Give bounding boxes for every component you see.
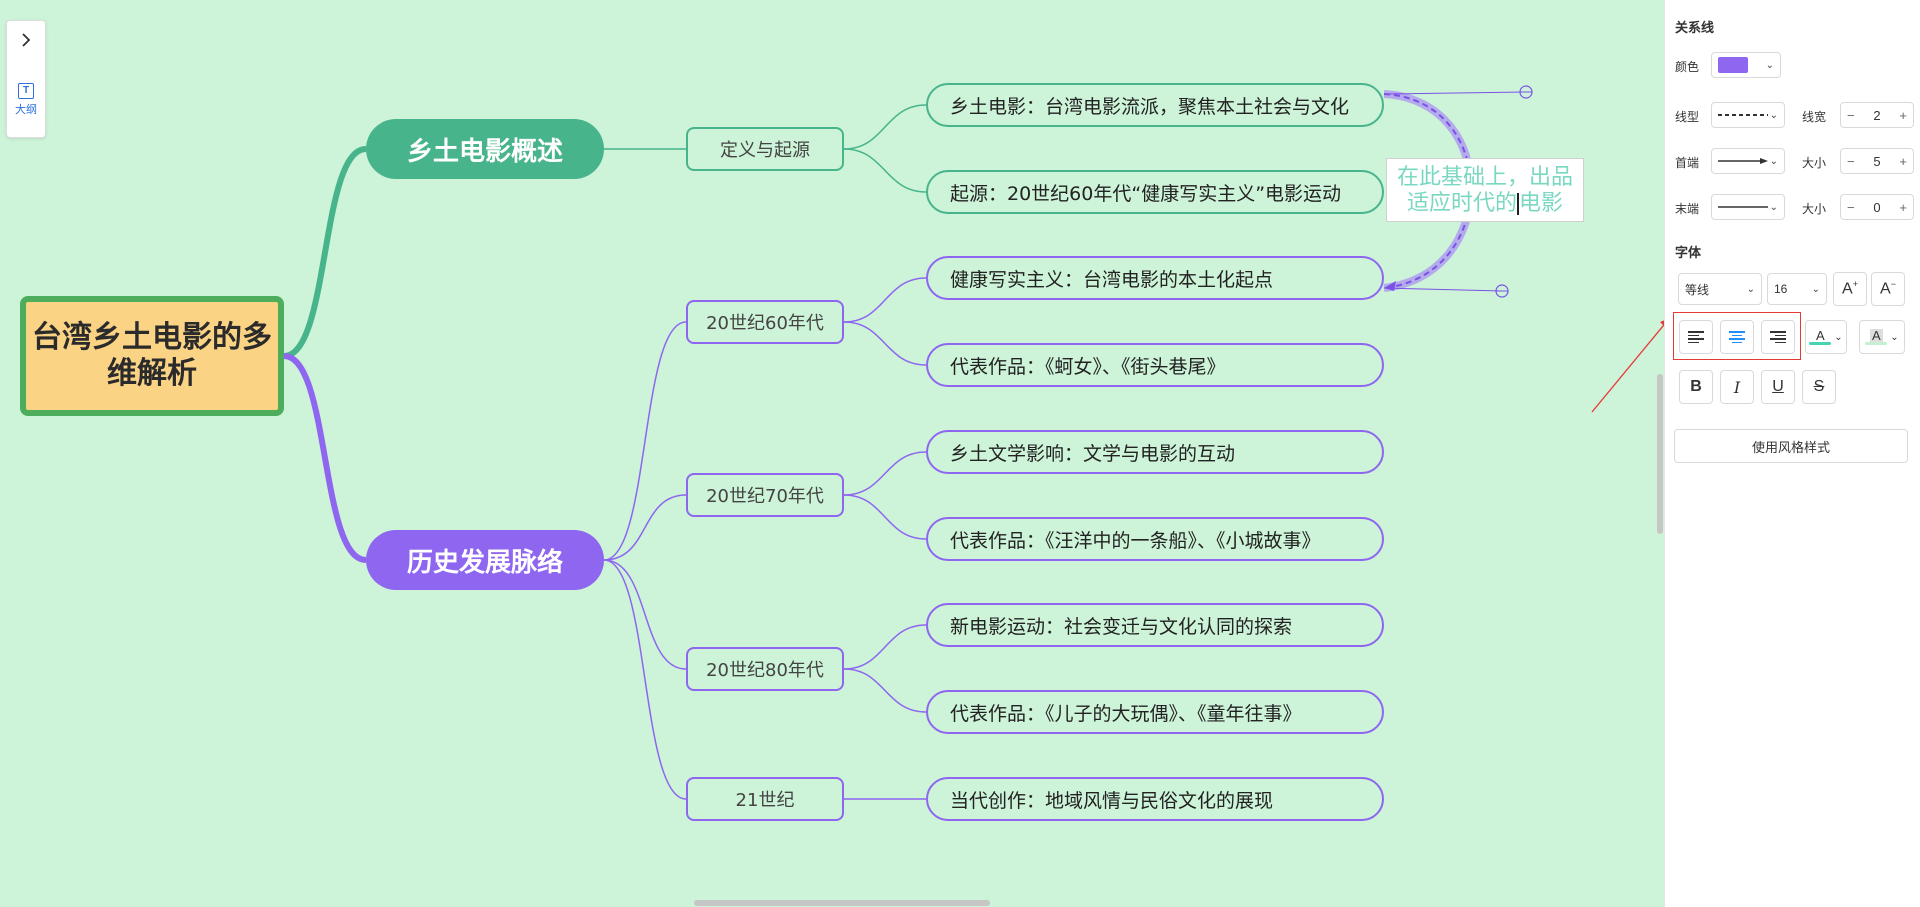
leaf-node[interactable]: 健康写实主义：台湾电影的本土化起点: [926, 256, 1384, 300]
relation-section-title: 关系线: [1675, 20, 1715, 35]
main-node-history[interactable]: 历史发展脉络: [366, 530, 604, 590]
font-decrease-icon: A−: [1880, 279, 1896, 298]
font-color-button[interactable]: A⌄: [1805, 320, 1847, 354]
start-size-label: 大小: [1802, 156, 1827, 170]
strikethrough-icon: S: [1813, 378, 1825, 395]
main-node-overview[interactable]: 乡土电影概述: [366, 119, 604, 179]
sub-node-1970s[interactable]: 20世纪70年代: [686, 473, 844, 517]
font-family-select[interactable]: 等线 ⌄: [1678, 273, 1762, 305]
align-right-button[interactable]: [1761, 320, 1795, 354]
color-select[interactable]: ⌄: [1711, 52, 1781, 78]
minus-icon[interactable]: −: [1847, 199, 1855, 215]
relation-label-text: 适应时代的: [1406, 191, 1517, 216]
font-size-select[interactable]: 16 ⌄: [1767, 273, 1827, 305]
left-toolbar: T 大纲: [6, 20, 46, 138]
minus-icon[interactable]: −: [1847, 153, 1855, 169]
chevron-right-icon[interactable]: [7, 21, 45, 59]
horizontal-scrollbar[interactable]: [694, 900, 990, 906]
leaf-node[interactable]: 代表作品：《汪洋中的一条船》、《小城故事》: [926, 517, 1384, 561]
italic-button[interactable]: I: [1720, 370, 1754, 404]
vertical-scrollbar[interactable]: [1657, 374, 1663, 534]
font-size-value: 16: [1774, 282, 1788, 296]
font-section-title: 字体: [1675, 245, 1702, 260]
bold-icon: B: [1690, 378, 1702, 395]
line-width-stepper[interactable]: − 2 +: [1840, 102, 1914, 128]
relation-label-editor[interactable]: 在此基础上，出品 适应时代的电影: [1386, 158, 1584, 222]
chevron-down-icon: ⌄: [1769, 155, 1778, 167]
line-type-label: 线型: [1675, 110, 1700, 124]
start-label: 首端: [1675, 156, 1700, 170]
leaf-node[interactable]: 乡土电影：台湾电影流派，聚焦本土社会与文化: [926, 83, 1384, 127]
plus-icon[interactable]: +: [1899, 153, 1907, 169]
font-family-value: 等线: [1685, 282, 1710, 297]
minus-icon[interactable]: −: [1847, 107, 1855, 123]
root-node[interactable]: 台湾乡土电影的多维解析: [20, 296, 284, 416]
outline-button[interactable]: T 大纲: [7, 83, 45, 117]
relation-label-line2: 适应时代的电影: [1387, 191, 1583, 217]
align-left-icon: [1688, 329, 1704, 345]
leaf-node[interactable]: 新电影运动：社会变迁与文化认同的探索: [926, 603, 1384, 647]
color-label: 颜色: [1675, 60, 1700, 74]
plus-icon[interactable]: +: [1899, 199, 1907, 215]
color-swatch: [1718, 57, 1748, 73]
leaf-node[interactable]: 代表作品：《儿子的大玩偶》、《童年往事》: [926, 690, 1384, 734]
relation-label-text: 电影: [1519, 191, 1564, 216]
end-size-stepper[interactable]: − 0 +: [1840, 194, 1914, 220]
outline-icon: T: [18, 83, 34, 99]
align-left-button[interactable]: [1679, 320, 1713, 354]
start-size-value: 5: [1873, 153, 1881, 169]
leaf-node[interactable]: 起源：20世纪60年代“健康写实主义”电影运动: [926, 170, 1384, 214]
highlight-color-button[interactable]: A⌄: [1859, 320, 1905, 354]
annotation-highlight-box: [1673, 312, 1801, 360]
chevron-down-icon: ⌄: [1765, 59, 1774, 71]
font-increase-icon: A+: [1842, 279, 1858, 298]
mindmap-canvas[interactable]: 台湾乡土电影的多维解析 乡土电影概述 定义与起源 乡土电影：台湾电影流派，聚焦本…: [0, 0, 1664, 907]
decrease-font-button[interactable]: A−: [1871, 272, 1905, 306]
end-label: 末端: [1675, 202, 1700, 216]
start-size-stepper[interactable]: − 5 +: [1840, 148, 1914, 174]
underline-button[interactable]: U: [1761, 370, 1795, 404]
chevron-down-icon: ⌄: [1811, 283, 1820, 295]
increase-font-button[interactable]: A+: [1833, 272, 1867, 306]
end-size-label: 大小: [1802, 202, 1827, 216]
dashed-line-icon: [1718, 114, 1768, 116]
arrow-line-icon: [1718, 158, 1768, 164]
chevron-down-icon: ⌄: [1769, 109, 1778, 121]
end-size-value: 0: [1873, 199, 1881, 215]
plus-icon[interactable]: +: [1899, 107, 1907, 123]
outline-label: 大纲: [15, 104, 37, 116]
use-style-button[interactable]: 使用风格样式: [1674, 429, 1908, 463]
line-type-select[interactable]: ⌄: [1711, 102, 1785, 128]
start-arrow-select[interactable]: ⌄: [1711, 148, 1785, 174]
line-width-label: 线宽: [1802, 110, 1827, 124]
end-arrow-select[interactable]: ⌄: [1711, 194, 1785, 220]
bold-button[interactable]: B: [1679, 370, 1713, 404]
sub-node-1980s[interactable]: 20世纪80年代: [686, 647, 844, 691]
italic-icon: I: [1733, 377, 1741, 397]
text-caret: [1517, 193, 1519, 215]
highlight-color-icon: A: [1865, 329, 1888, 345]
underline-icon: U: [1772, 378, 1784, 395]
sub-node-1960s[interactable]: 20世纪60年代: [686, 300, 844, 344]
chevron-down-icon: ⌄: [1769, 201, 1778, 213]
strikethrough-button[interactable]: S: [1802, 370, 1836, 404]
font-color-icon: A: [1809, 329, 1832, 345]
relation-label-line1: 在此基础上，出品: [1396, 165, 1573, 190]
chevron-down-icon: ⌄: [1746, 283, 1755, 295]
align-center-icon: [1729, 329, 1745, 345]
leaf-node[interactable]: 乡土文学影响：文学与电影的互动: [926, 430, 1384, 474]
leaf-node[interactable]: 代表作品：《蚵女》、《街头巷尾》: [926, 343, 1384, 387]
sub-node-definition[interactable]: 定义与起源: [686, 127, 844, 171]
sub-node-21st-century[interactable]: 21世纪: [686, 777, 844, 821]
solid-line-icon: [1718, 206, 1768, 208]
leaf-node[interactable]: 当代创作：地域风情与民俗文化的展现: [926, 777, 1384, 821]
line-width-value: 2: [1873, 107, 1881, 123]
align-center-button[interactable]: [1720, 320, 1754, 354]
align-right-icon: [1770, 329, 1786, 345]
